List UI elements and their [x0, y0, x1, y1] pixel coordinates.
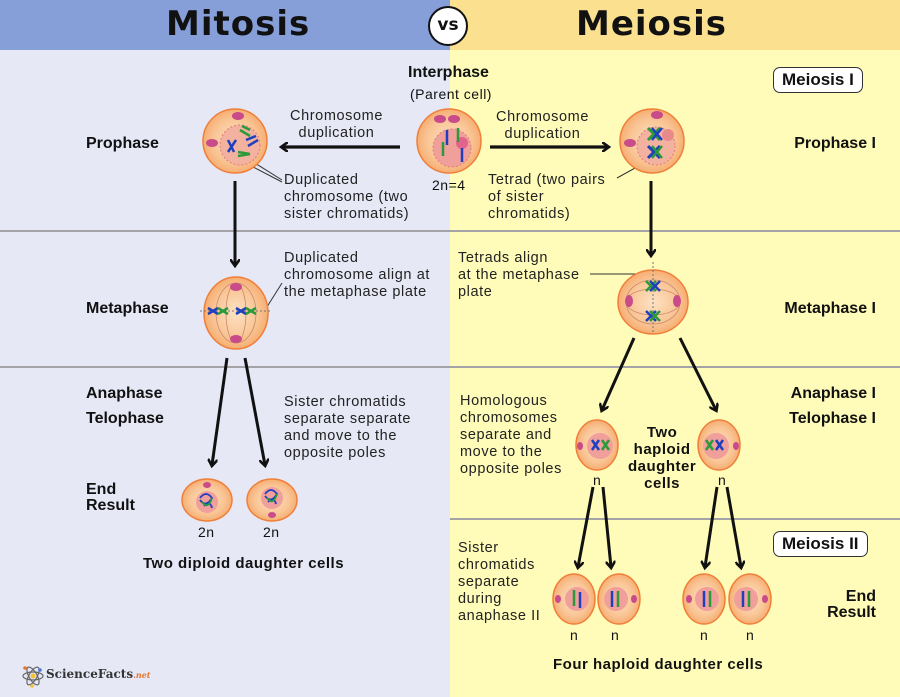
mitosis-prophase-label: Prophase — [86, 135, 159, 152]
mitosis-metaphase-cell — [200, 276, 272, 350]
mitosis-title: Mitosis — [166, 4, 311, 44]
meiosis-anaphase-label: Anaphase I — [790, 385, 876, 402]
meiosis-duplication-label: Chromosome duplication — [496, 109, 590, 142]
meiosis-i-daughter-cell-1 — [575, 419, 619, 471]
meiosis-daughter-ploidy-1: n — [570, 627, 579, 643]
meiosis-ii-daughter-cell-4 — [728, 573, 772, 625]
meiosis-intermediate-ploidy-1: n — [593, 472, 602, 488]
mitosis-header-bar — [0, 0, 450, 50]
meiosis-prophase-cell — [619, 108, 685, 174]
row-divider-prophase — [0, 230, 900, 232]
mitosis-metaphase-note: Duplicated chromosome align at the metap… — [284, 250, 430, 300]
meiosis-daughter-ploidy-3: n — [700, 627, 709, 643]
meiosis-anaphase-note: Homologous chromosomes separate and move… — [460, 393, 562, 477]
meiosis-result-caption: Four haploid daughter cells — [553, 656, 764, 673]
meiosis-intermediate-caption: Two haploid daughter cells — [628, 424, 697, 492]
meiosis-ii-badge: Meiosis II — [773, 531, 868, 557]
meiosis-daughter-ploidy-4: n — [746, 627, 755, 643]
meiosis-telophase-label: Telophase I — [789, 410, 876, 427]
logo-suffix: .net — [133, 670, 151, 680]
meiosis-prophase-label: Prophase I — [794, 135, 876, 152]
mitosis-anaphase-note: Sister chromatids separate separate and … — [284, 394, 412, 461]
mitosis-telophase-label: Telophase — [86, 410, 164, 427]
mitosis-daughter-ploidy-1: 2n — [198, 524, 215, 540]
meiosis-ii-daughter-cell-1 — [552, 573, 596, 625]
interphase-subtitle: (Parent cell) — [410, 86, 492, 102]
meiosis-ii-daughter-cell-2 — [597, 573, 641, 625]
mitosis-daughter-cell-1 — [181, 478, 233, 522]
interphase-cell — [416, 108, 482, 174]
mitosis-duplication-label: Chromosome duplication — [290, 108, 384, 141]
meiosis-ii-daughter-cell-3 — [682, 573, 726, 625]
sciencefacts-logo: ScienceFacts.net — [46, 667, 150, 681]
arrow-meiosis-i-right — [678, 337, 716, 410]
mitosis-prophase-note: Duplicated chromosome (two sister chroma… — [284, 172, 410, 222]
arrow-meiosis-ii-3 — [705, 486, 719, 567]
meiosis-metaphase-note: Tetrads align at the metaphase plate — [458, 250, 580, 300]
arrow-meiosis-ii-1 — [578, 486, 595, 567]
arrow-meiosis-ii-4 — [725, 486, 741, 567]
vs-badge: vs — [428, 6, 468, 46]
mitosis-prophase-cell — [202, 108, 268, 174]
meiosis-intermediate-ploidy-2: n — [718, 472, 727, 488]
row-divider-metaphase — [0, 366, 900, 368]
meiosis-i-daughter-cell-2 — [697, 419, 741, 471]
logo-text: ScienceFacts — [46, 667, 134, 681]
meiosis-header-bar — [450, 0, 900, 50]
row-divider-meiosis-ii — [450, 518, 900, 520]
meiosis-end-result-label: End Result — [827, 588, 876, 621]
mitosis-daughter-cell-2 — [246, 478, 298, 522]
arrow-mitosis-to-daughter-2 — [243, 357, 265, 465]
arrow-mitosis-to-daughter-1 — [212, 357, 229, 465]
arrow-meiosis-ii-2 — [601, 486, 611, 567]
mitosis-daughter-ploidy-2: 2n — [263, 524, 280, 540]
meiosis-prophase-note: Tetrad (two pairs of sister chromatids) — [488, 172, 606, 222]
mitosis-metaphase-label: Metaphase — [86, 300, 169, 317]
meiosis-metaphase-label: Metaphase I — [784, 300, 876, 317]
mitosis-result-caption: Two diploid daughter cells — [143, 555, 345, 572]
meiosis-anaphase-ii-note: Sister chromatids separate during anapha… — [458, 540, 541, 624]
atom-logo-icon — [22, 666, 44, 688]
arrow-meiosis-i-left — [602, 337, 636, 410]
meiosis-metaphase-cell — [617, 262, 689, 335]
interphase-ploidy: 2n=4 — [432, 177, 466, 193]
mitosis-end-result-label: End Result — [86, 481, 135, 514]
meiosis-i-badge: Meiosis I — [773, 67, 863, 93]
interphase-title: Interphase — [408, 64, 489, 81]
meiosis-title: Meiosis — [576, 4, 728, 44]
mitosis-anaphase-label: Anaphase — [86, 385, 163, 402]
meiosis-daughter-ploidy-2: n — [611, 627, 620, 643]
